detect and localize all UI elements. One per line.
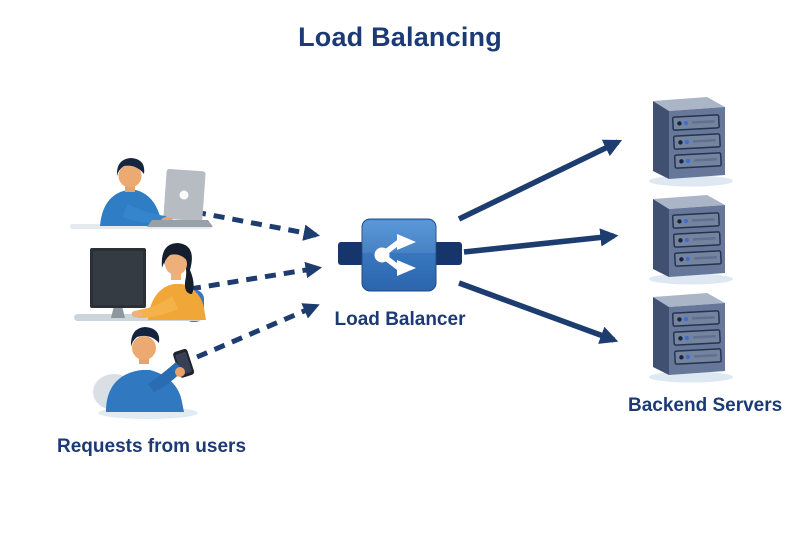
distribute-arrow-2	[463, 228, 619, 255]
diagram-title: Load Balancing	[298, 22, 502, 52]
load-balancer-label: Load Balancer	[334, 309, 466, 330]
backend-server-2	[648, 194, 734, 285]
backend-server-1	[648, 96, 734, 187]
distribute-arrow-3	[458, 280, 619, 344]
request-arrow-1	[194, 209, 321, 241]
load-balancer-icon	[338, 218, 462, 292]
backend-servers-label: Backend Servers	[628, 395, 783, 416]
user-with-desktop-illustration	[74, 243, 206, 322]
requests-from-users-label: Requests from users	[57, 436, 247, 457]
request-arrow-3	[196, 303, 320, 360]
backend-server-3	[648, 292, 734, 383]
request-arrow-2	[189, 261, 323, 292]
distribute-arrow-1	[457, 139, 623, 222]
user-with-laptop-illustration	[70, 158, 213, 229]
